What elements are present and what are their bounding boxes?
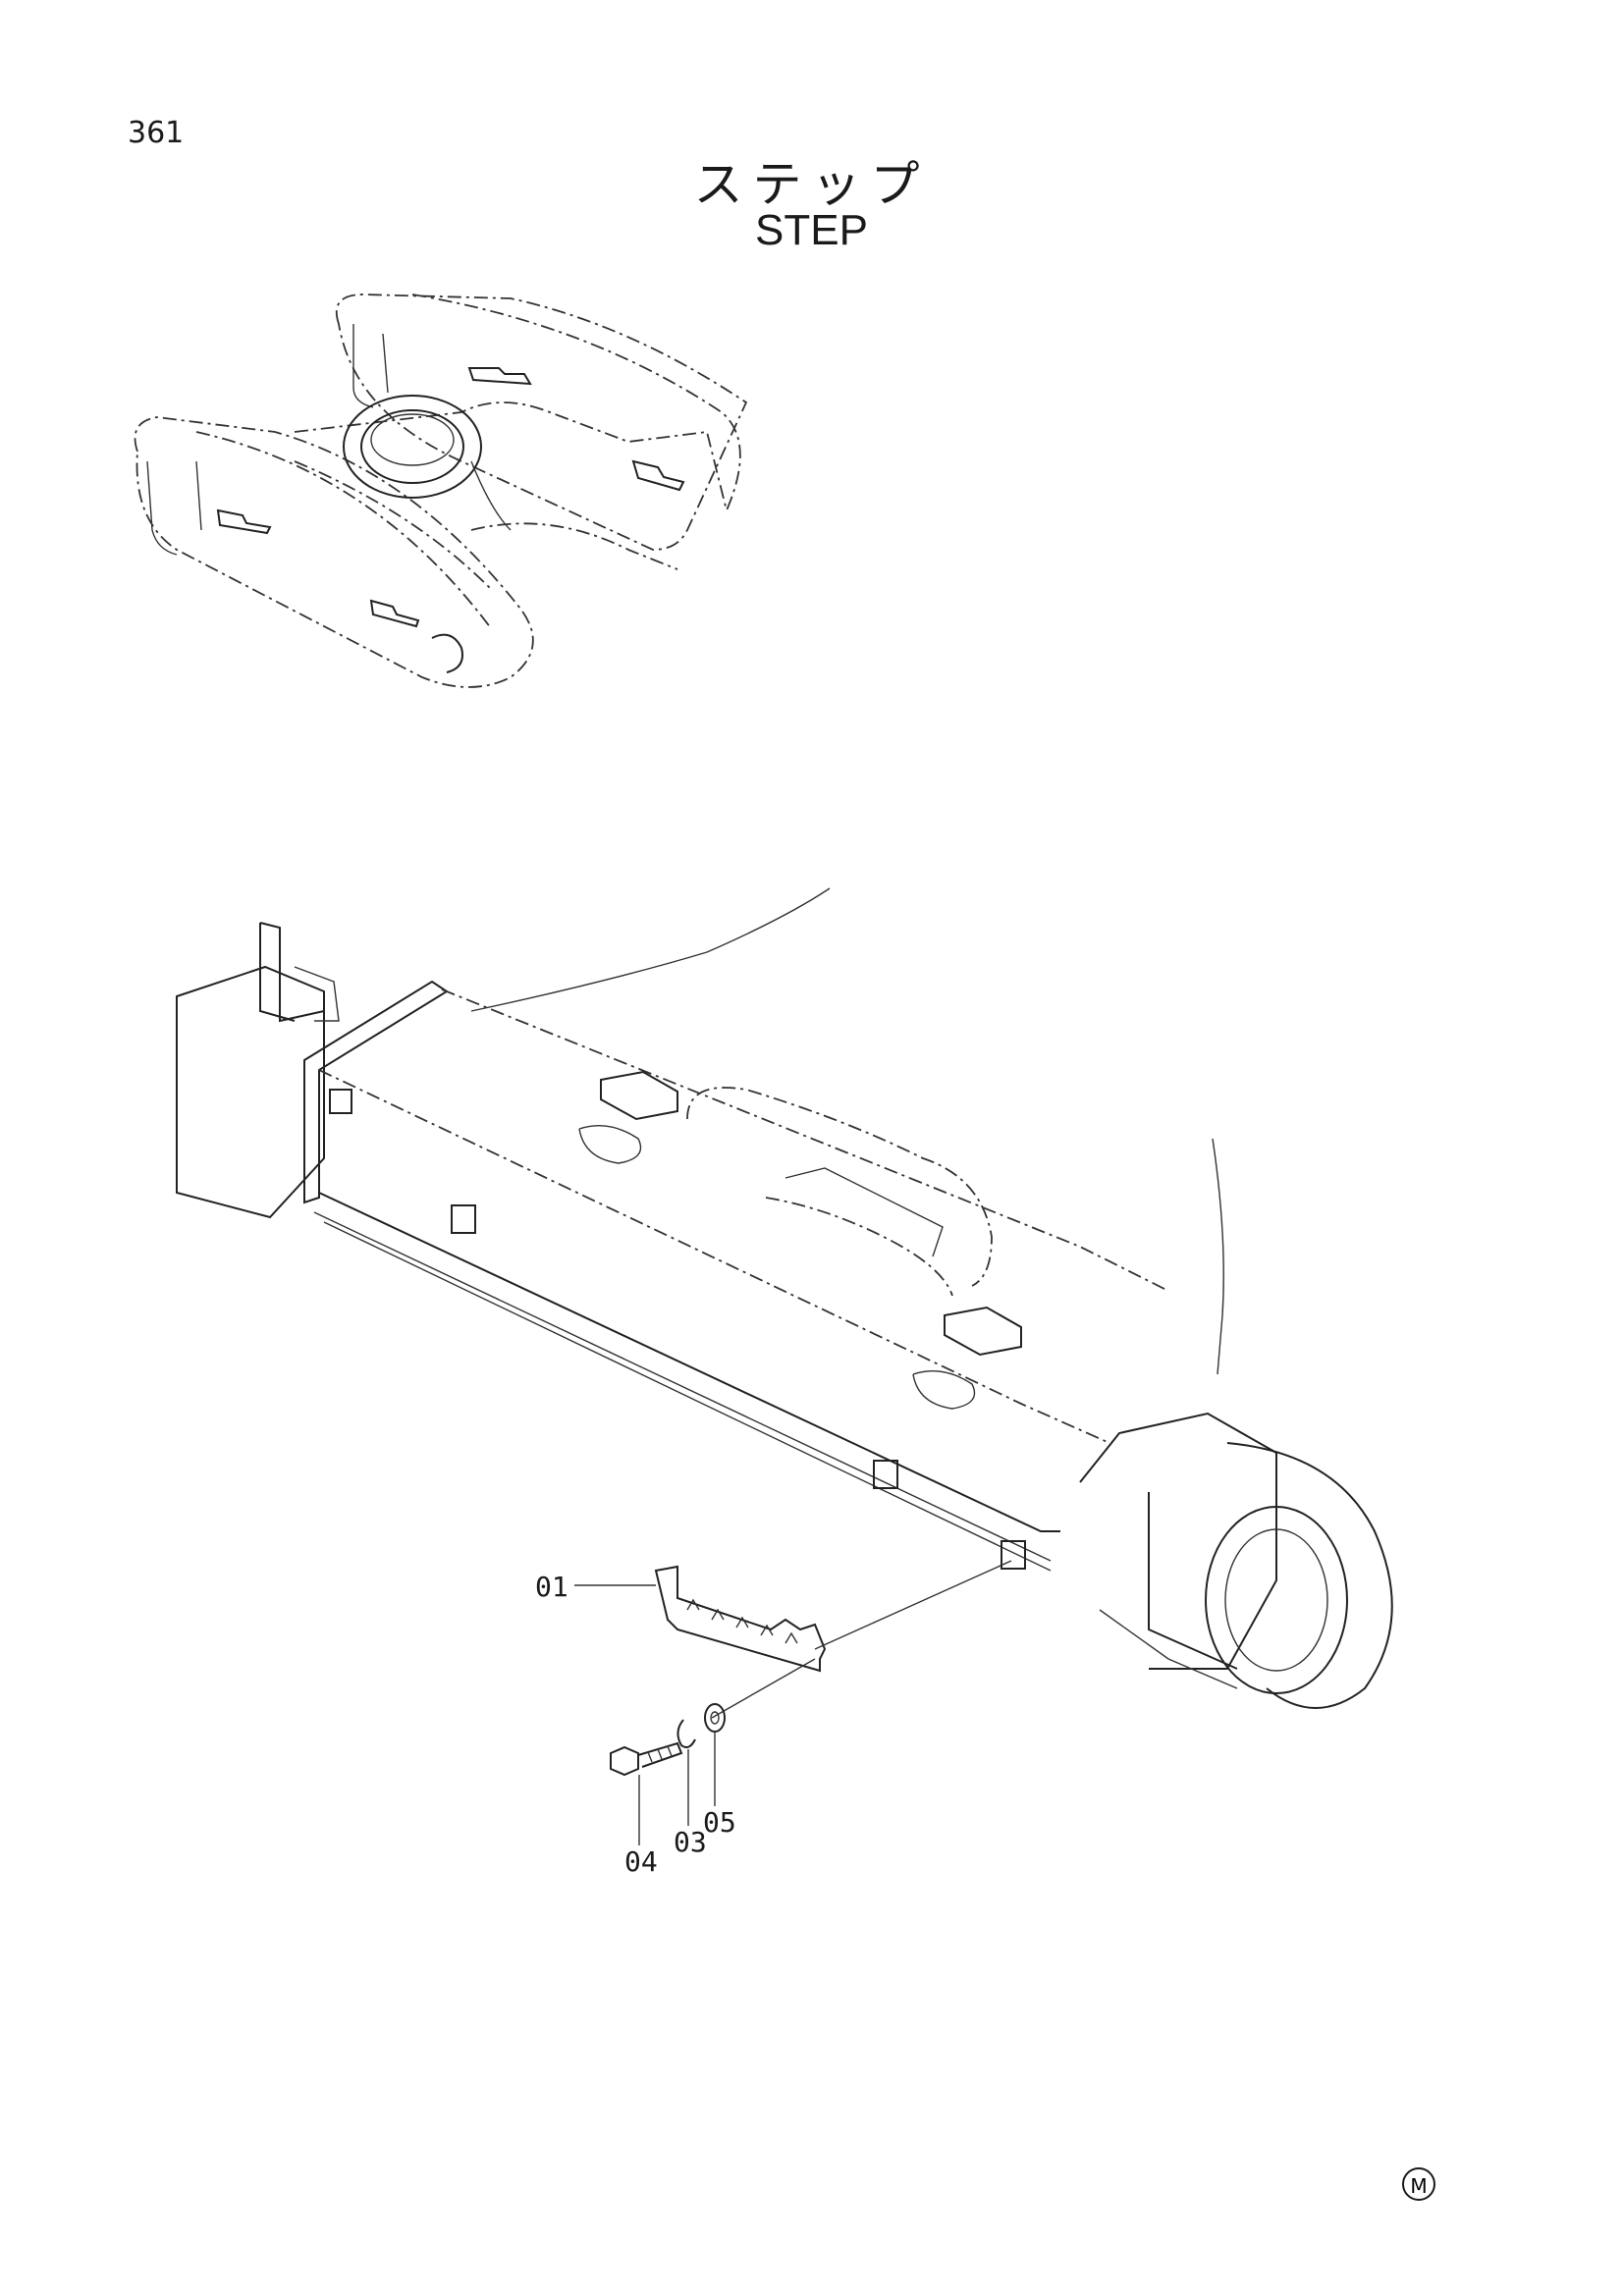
page-title-english: STEP bbox=[755, 206, 868, 254]
page-title-japanese: ステップ bbox=[693, 156, 930, 213]
callout-05: 05 bbox=[703, 1806, 736, 1839]
circled-m-mark: M bbox=[1402, 2167, 1435, 2201]
track-frame-detail bbox=[176, 887, 1393, 1845]
page-number: 361 bbox=[128, 116, 185, 150]
callout-04: 04 bbox=[624, 1845, 658, 1878]
undercarriage-overview bbox=[134, 294, 748, 688]
callout-01: 01 bbox=[535, 1571, 568, 1603]
callout-03: 03 bbox=[674, 1826, 707, 1858]
